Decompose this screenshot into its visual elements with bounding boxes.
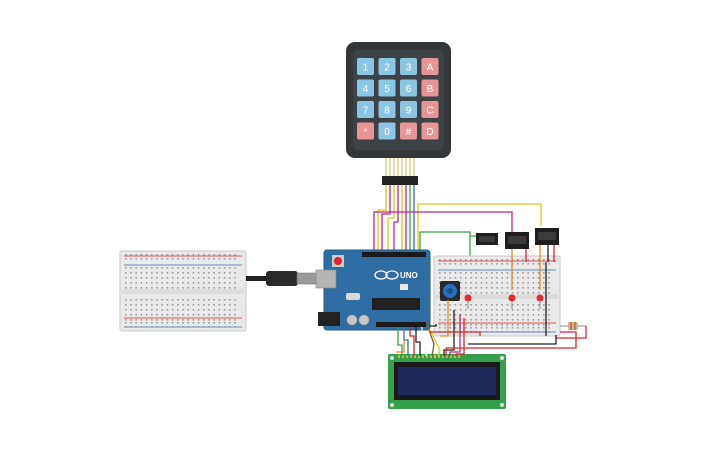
- keypad-wires: [377, 185, 415, 250]
- lcd-pins: [398, 355, 460, 358]
- keypad-4x4: 1 2 3 A 4 5 6 B 7 8 9 C * 0 # D: [346, 42, 451, 185]
- left-breadboard-holes: [125, 254, 236, 328]
- keypad-key-label: 8: [384, 106, 390, 117]
- return-wires: [445, 262, 587, 356]
- arduino-uno: UNO: [315, 249, 431, 331]
- lcd-display: [388, 354, 506, 409]
- left-breadboard: [119, 250, 247, 332]
- keypad-key[interactable]: 3: [400, 58, 417, 75]
- keypad-key-label: 6: [406, 84, 412, 95]
- potentiometer: [440, 281, 460, 301]
- keypad-keys: 1 2 3 A 4 5 6 B 7 8 9 C * 0 # D: [357, 58, 439, 140]
- keypad-key-label: 7: [363, 106, 369, 117]
- lcd-wires: [396, 300, 481, 357]
- arduino-brand-label: UNO: [400, 271, 418, 280]
- keypad-connector: [385, 158, 415, 178]
- keypad-key-label: 4: [363, 84, 369, 95]
- keypad-key[interactable]: 4: [357, 79, 374, 97]
- keypad-key[interactable]: 9: [400, 101, 417, 118]
- keypad-key[interactable]: 7: [357, 101, 374, 118]
- keypad-key-label: D: [426, 127, 433, 138]
- keypad-key-label: A: [427, 63, 434, 74]
- keypad-key[interactable]: C: [421, 101, 439, 118]
- keypad-key-label: B: [427, 84, 434, 95]
- keypad-key[interactable]: 8: [378, 101, 396, 118]
- keypad-key-label: #: [406, 127, 412, 138]
- keypad-key[interactable]: 5: [378, 79, 396, 97]
- keypad-key-label: *: [364, 127, 368, 138]
- keypad-key[interactable]: 0: [378, 122, 396, 140]
- keypad-key[interactable]: D: [421, 122, 439, 140]
- relay-1: [476, 233, 498, 245]
- keypad-key[interactable]: *: [357, 122, 374, 140]
- led-3: [536, 294, 544, 309]
- keypad-key[interactable]: #: [400, 122, 417, 140]
- keypad-key[interactable]: B: [421, 79, 439, 97]
- keypad-key[interactable]: A: [421, 58, 439, 75]
- led-2: [508, 294, 516, 309]
- keypad-key-label: 5: [384, 84, 390, 95]
- keypad-key-label: 1: [363, 63, 369, 74]
- keypad-key-label: 2: [384, 63, 390, 74]
- led-1: [464, 294, 472, 309]
- keypad-key[interactable]: 2: [378, 58, 396, 75]
- relay-3: [535, 228, 559, 245]
- keypad-key[interactable]: 6: [400, 79, 417, 97]
- keypad-key-label: 3: [406, 63, 412, 74]
- keypad-key-label: 0: [384, 127, 390, 138]
- keypad-key-label: 9: [406, 106, 412, 117]
- led-wires: [511, 245, 555, 290]
- keypad-key-label: C: [426, 106, 433, 117]
- resistor: [560, 322, 586, 330]
- keypad-key[interactable]: 1: [357, 58, 374, 75]
- relay-2: [505, 232, 529, 249]
- usb-cable: [246, 271, 318, 286]
